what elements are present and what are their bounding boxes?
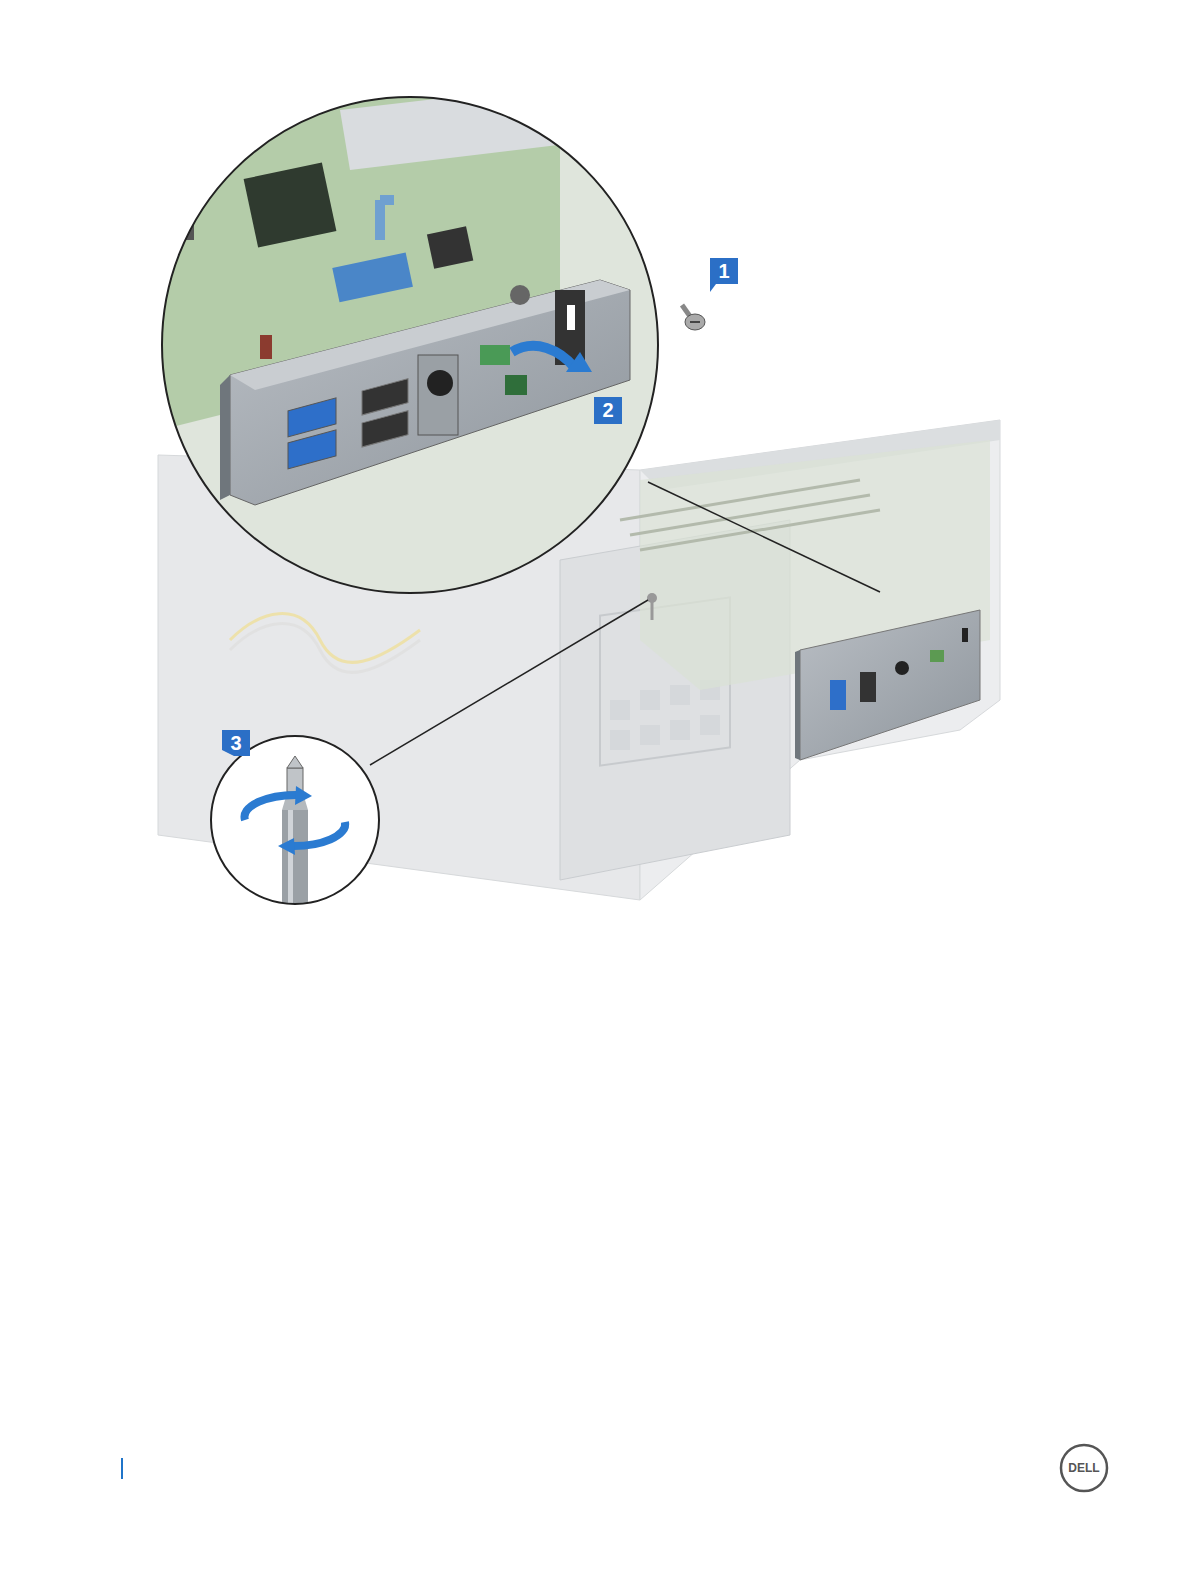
callout-number: 3 <box>222 730 250 756</box>
leader-line <box>370 600 648 765</box>
callout-box <box>594 397 622 424</box>
callout-box <box>222 730 250 756</box>
logo-ring <box>1061 1445 1107 1491</box>
callout-number: 2 <box>594 397 622 424</box>
io-panel <box>795 610 980 760</box>
brand-logo: DELL <box>1064 1459 1104 1477</box>
screw <box>682 305 705 330</box>
magnified-view <box>150 80 670 610</box>
callout-box <box>710 258 738 292</box>
callout-number: 1 <box>710 258 738 284</box>
page-marker <box>121 1458 123 1479</box>
leader-line <box>648 482 880 592</box>
